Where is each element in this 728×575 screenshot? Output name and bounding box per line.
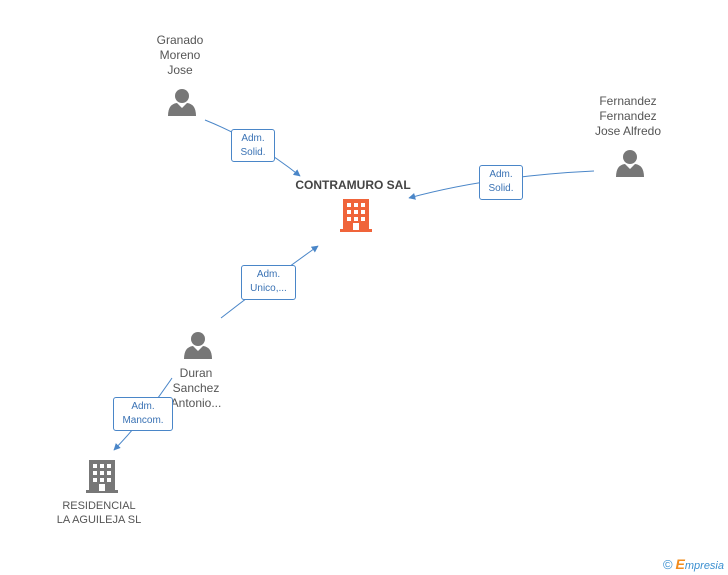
building-icon[interactable] (86, 460, 118, 493)
person-name-granado[interactable]: Granado Moreno Jose (156, 33, 204, 77)
role-badge-fernandez[interactable]: Adm. Solid. (479, 165, 523, 200)
role-badge-duran-main[interactable]: Adm. Unico,... (241, 265, 296, 300)
main-company-name[interactable]: CONTRAMURO SAL (295, 178, 411, 192)
brand-footer[interactable]: © Empresia (663, 556, 724, 572)
person-icon[interactable] (168, 89, 196, 116)
person-icon[interactable] (184, 332, 212, 359)
role-badge-granado[interactable]: Adm. Solid. (231, 129, 275, 162)
person-icon[interactable] (616, 150, 644, 177)
building-icon[interactable] (340, 199, 372, 232)
brand-logo: Empresia (675, 556, 724, 572)
company-name-residencial[interactable]: RESIDENCIAL LA AGUILEJA SL (56, 500, 142, 526)
role-badge-duran-residencial[interactable]: Adm. Mancom. (113, 397, 173, 431)
person-name-fernandez[interactable]: Fernandez Fernandez Jose Alfredo (594, 94, 662, 138)
person-name-duran[interactable]: Duran Sanchez Antonio... (170, 366, 222, 410)
copyright-symbol: © (662, 556, 673, 572)
